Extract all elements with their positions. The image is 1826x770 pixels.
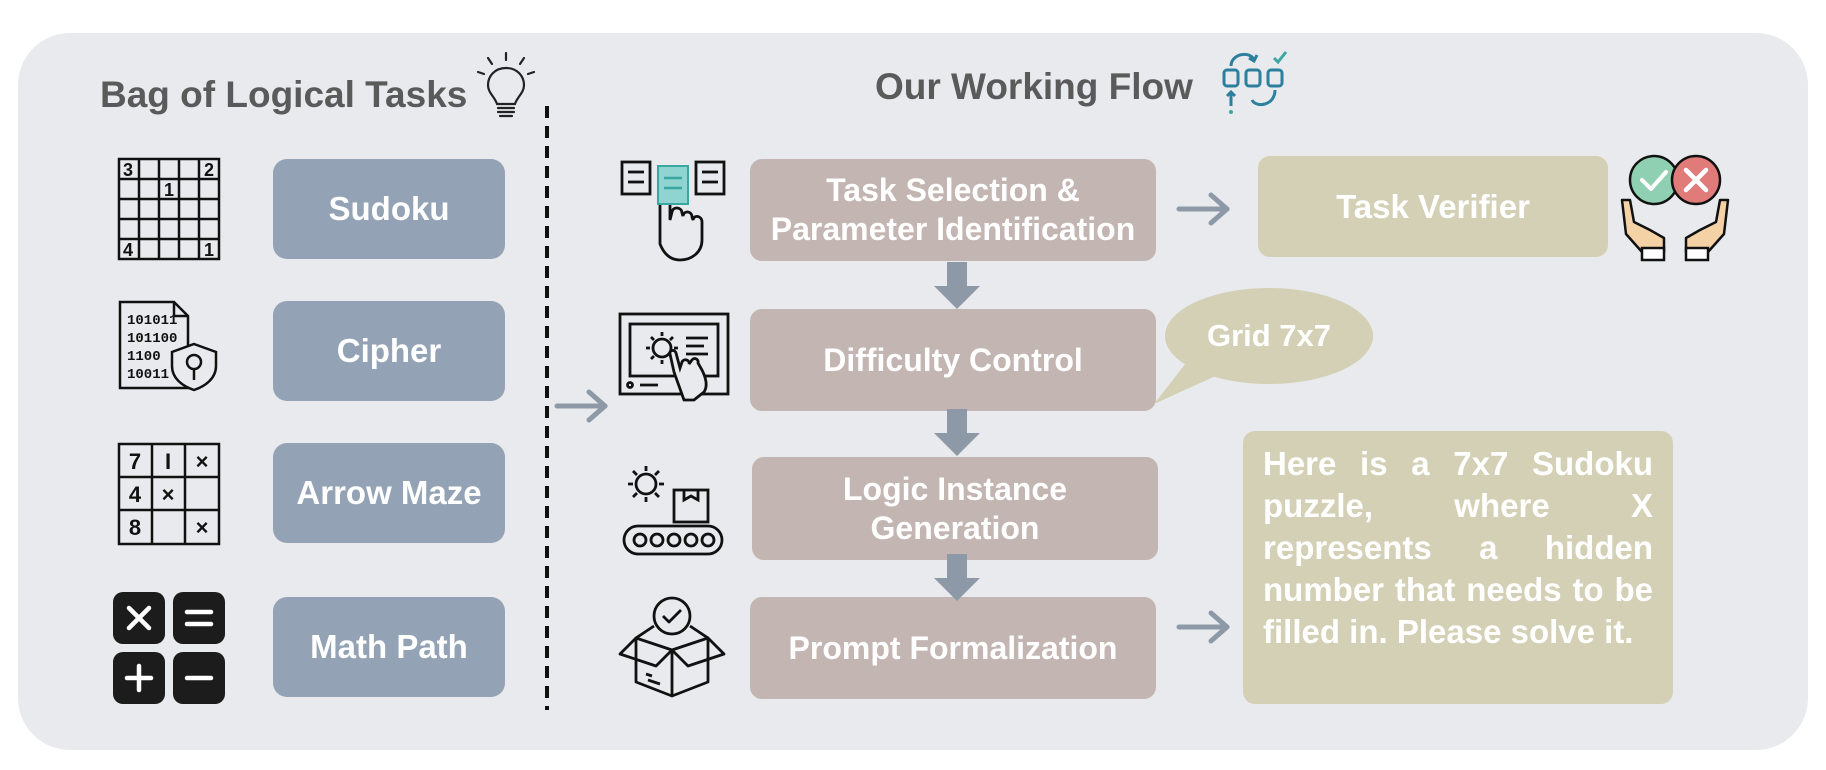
step-prompt-formalization: Prompt Formalization: [750, 597, 1156, 699]
open-box-check-icon: [618, 596, 726, 698]
verify-hands-icon: [1620, 154, 1730, 262]
dashed-divider: [545, 106, 549, 710]
sudoku-digit: 2: [204, 160, 214, 180]
cipher-line: 1100: [127, 349, 161, 365]
step-label-line1: Task Selection &: [826, 172, 1080, 208]
arrow-down-icon: [934, 409, 980, 456]
bubble-label: Grid 7x7: [1206, 318, 1332, 353]
cipher-line: 101100: [127, 331, 177, 347]
prompt-output-text: Here is a 7x7 Sudoku puzzle, where X rep…: [1243, 431, 1673, 704]
settings-monitor-touch-icon: [618, 312, 730, 402]
document-select-hand-icon: [620, 160, 726, 262]
step-label: Difficulty Control: [823, 341, 1083, 378]
task-arrow-maze-button[interactable]: Arrow Maze: [273, 443, 505, 543]
cipher-line: 101011: [127, 313, 177, 329]
task-sudoku-button[interactable]: Sudoku: [273, 159, 505, 259]
maze-cell: ×: [196, 449, 209, 474]
arrow-right-icon: [554, 389, 608, 423]
step-label-line2: Generation: [870, 509, 1040, 546]
task-math-path-button[interactable]: Math Path: [273, 597, 505, 697]
maze-cell: 4: [129, 482, 142, 507]
step-difficulty-control: Difficulty Control: [750, 309, 1156, 411]
calculator-keys-icon: [113, 592, 225, 704]
task-cipher-button[interactable]: Cipher: [273, 301, 505, 401]
step-label: Prompt Formalization: [788, 629, 1118, 666]
arrow-right-icon: [1176, 192, 1230, 226]
conveyor-gear-icon: [622, 466, 724, 556]
sudoku-grid-icon: 3 2 1 4 1: [117, 157, 221, 261]
step-label-line1: Logic Instance: [842, 470, 1068, 507]
speech-bubble: [1154, 288, 1373, 404]
workflow-icon: [1222, 51, 1288, 114]
maze-cell: ×: [162, 482, 175, 507]
maze-grid-icon: 7 I × 4 × 8 ×: [117, 442, 221, 546]
maze-cell: ×: [196, 515, 209, 540]
sudoku-digit: 1: [204, 240, 214, 260]
lightbulb-icon: [476, 51, 536, 118]
maze-cell: I: [165, 449, 171, 474]
step-label-line2: Parameter Identification: [770, 211, 1136, 247]
cipher-line: 10011: [127, 367, 169, 383]
step-task-selection: Task Selection &Parameter Identification: [750, 159, 1156, 261]
task-verifier-box: Task Verifier: [1258, 156, 1608, 257]
binary-document-shield-icon: 101011 101100 1100 10011: [118, 300, 218, 392]
sudoku-digit: 1: [164, 180, 174, 200]
maze-cell: 7: [129, 449, 141, 474]
sudoku-digit: 4: [123, 240, 133, 260]
right-title: Our Working Flow: [875, 66, 1193, 107]
sudoku-digit: 3: [123, 160, 133, 180]
arrow-down-icon: [934, 554, 980, 601]
arrow-right-icon: [1176, 610, 1230, 644]
maze-cell: 8: [129, 515, 141, 540]
left-title: Bag of Logical Tasks: [100, 74, 468, 115]
arrow-down-icon: [934, 262, 980, 309]
